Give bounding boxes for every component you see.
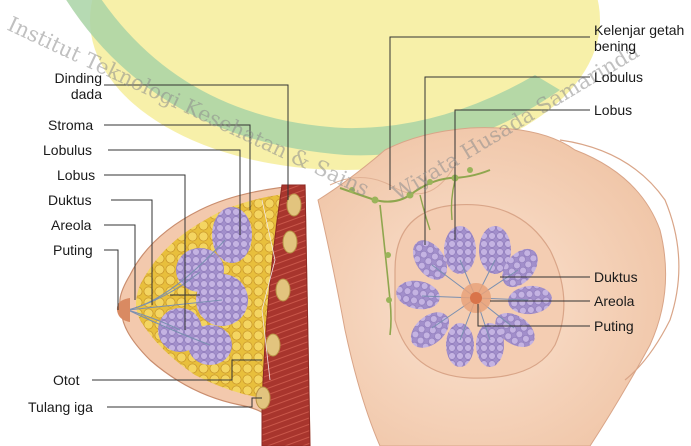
label-stroma: Stroma	[48, 118, 93, 133]
label-dinding-dada: Dinding dada	[22, 70, 102, 102]
label-duktus-left: Duktus	[48, 193, 92, 208]
label-puting-left: Puting	[53, 243, 93, 258]
label-kelenjar-getah-bening: Kelenjar getah bening	[594, 22, 690, 54]
front-view-breast	[318, 128, 679, 446]
label-duktus-right: Duktus	[594, 270, 638, 285]
label-lobus-left: Lobus	[57, 168, 95, 183]
label-areola-right: Areola	[594, 294, 634, 309]
label-lobulus-left: Lobulus	[43, 143, 92, 158]
label-otot: Otot	[53, 373, 79, 388]
label-lobulus-right: Lobulus	[594, 70, 643, 85]
label-puting-right: Puting	[594, 319, 634, 334]
front-nipple	[470, 292, 482, 304]
label-lobus-right: Lobus	[594, 103, 632, 118]
label-areola-left: Areola	[51, 218, 91, 233]
label-tulang-iga: Tulang iga	[28, 400, 93, 415]
